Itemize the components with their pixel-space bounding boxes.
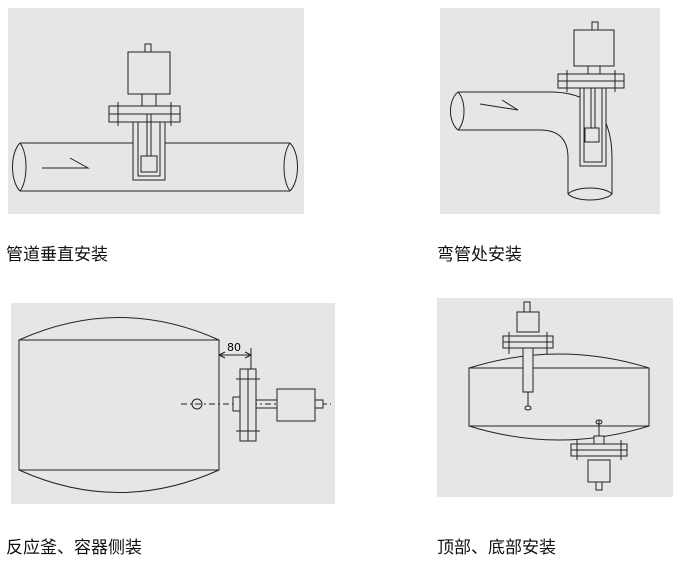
elbow-panel [440,8,660,214]
pipe-vertical-panel [8,8,304,214]
dimension-80-label: 80 [227,341,241,354]
top-bottom-caption: 顶部、底部安装 [437,538,556,558]
top-bottom-panel [437,298,673,497]
elbow-drawing [440,8,660,214]
vessel-side-caption: 反应釜、容器侧装 [6,538,142,558]
pipe-vertical-drawing [8,8,304,214]
vessel-side-drawing: 80 [11,303,335,504]
vessel-side-panel: 80 [11,303,335,504]
pipe-vertical-caption: 管道垂直安装 [6,245,108,265]
top-bottom-drawing [437,298,673,497]
elbow-caption: 弯管处安装 [437,245,522,265]
